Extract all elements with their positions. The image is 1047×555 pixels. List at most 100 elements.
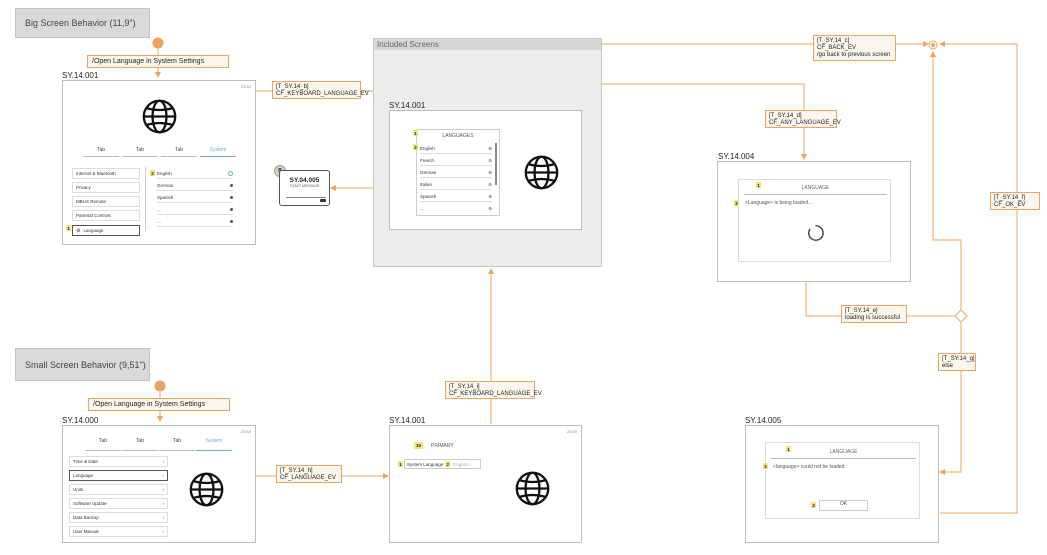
screen-id-small-settings: SY.14.000	[62, 416, 99, 425]
language-option[interactable]: French⚙	[420, 155, 492, 166]
tab-2[interactable]: Tab	[122, 147, 158, 157]
scrollbar[interactable]	[495, 143, 497, 185]
start-node-small	[154, 380, 166, 392]
menu-item-label: Language	[83, 228, 104, 233]
menu-item-label: Time & Date	[73, 459, 98, 464]
menu-item-internet[interactable]: Internet & Bluetooth	[72, 168, 140, 179]
screen-id-loading: SY.14.004	[718, 152, 755, 161]
menu-item-label: Software Update	[73, 501, 107, 506]
screen-small-language: 23:50 10 PRIMARY 1 System Language 2 Eng…	[389, 425, 582, 543]
small-screen-section-label: Small Screen Behavior (9,51")	[15, 348, 150, 381]
transition-label-h: [T_SY.14_h] CF_LANGUAGE_EV	[276, 465, 342, 483]
callout-number: 1	[66, 225, 71, 231]
trigger-open-language-big: /Open Language in System Settings	[87, 55, 229, 68]
callout-number: 2	[413, 144, 418, 150]
toast-action-icon	[320, 199, 326, 202]
radio-icon	[230, 184, 233, 187]
transition-condition: else	[942, 363, 954, 369]
screen-big-settings: 23:50 Tab Tab Tab System Internet & Blue…	[62, 80, 256, 245]
tab-3[interactable]: Tab	[161, 147, 197, 157]
spinner-icon	[807, 224, 825, 247]
language-label: German	[157, 183, 174, 188]
language-option[interactable]: Spanish ⚙	[420, 191, 492, 202]
language-label: German	[420, 169, 437, 175]
trigger-open-language-small: /Open Language in System Settings	[88, 398, 230, 411]
language-label: English	[420, 145, 435, 151]
callout-number: 10	[414, 442, 423, 449]
transition-id: [T_SY.14_f]	[994, 195, 1025, 201]
screen-id-included: SY.14.001	[389, 101, 426, 110]
chevron-right-icon: ›	[162, 515, 165, 520]
transition-event: CF_OK_EV	[994, 202, 1026, 208]
language-option[interactable]: Italian⚙	[420, 179, 492, 190]
loading-dialog: 1 LANGUAGE 2 <Language> is being loaded.…	[734, 179, 891, 262]
transition-label-f: [T_SY.14_f] CF_OK_EV	[990, 192, 1040, 210]
transition-id: [T_SY.14_g]	[942, 356, 975, 362]
language-option[interactable]: English ⚙	[420, 143, 492, 154]
clock: 23:50	[240, 84, 251, 89]
menu-item-time-date[interactable]: Time & Date›	[69, 456, 168, 467]
transition-event: CF_KEYBOARD_LANGUAGE_EV	[276, 91, 369, 97]
menu-item-data-backup[interactable]: Data Backup ›	[69, 512, 168, 523]
start-node-big	[152, 37, 164, 49]
menu-item-user-manual[interactable]: User Manual›	[69, 526, 168, 537]
tab-system[interactable]: System	[196, 438, 232, 451]
tab-1[interactable]: Tab	[83, 147, 119, 157]
dialog-title: LANGUAGE	[744, 185, 887, 195]
tab-2[interactable]: Tab	[122, 438, 158, 451]
tab-3[interactable]: Tab	[159, 438, 195, 451]
menu-item-label: Parental Controls	[76, 213, 111, 218]
row-label: System Language	[407, 461, 444, 467]
chevron-right-icon: ›	[162, 501, 165, 506]
tab-system[interactable]: System	[200, 147, 236, 157]
decision-diamond	[954, 309, 968, 323]
language-label: ...	[420, 205, 424, 211]
language-option[interactable]: Spanish	[157, 193, 233, 203]
error-dialog: 1 LANGUAGE 2 <language> could not be loa…	[763, 442, 920, 519]
language-label: ...	[157, 219, 161, 224]
callout-number: 2	[763, 463, 768, 469]
menu-item-language[interactable]: Language›	[69, 470, 168, 481]
language-label: Spanish	[420, 193, 437, 199]
system-language-row[interactable]: System Language 2 English ›	[404, 459, 481, 469]
language-label: French	[420, 157, 435, 163]
menu-item-parental-controls[interactable]: Parental Controls	[72, 210, 140, 221]
language-option[interactable]: ...⚙	[420, 203, 492, 213]
end-node	[928, 40, 938, 50]
radio-icon	[230, 196, 233, 199]
callout-number: 1	[786, 446, 791, 452]
transition-id: [T_SY.14_d]	[769, 113, 802, 119]
transition-id: [T_SY.14_i]	[449, 384, 480, 390]
language-label: ...	[157, 207, 161, 212]
language-label: English	[157, 171, 172, 176]
menu-item-units[interactable]: Units›	[69, 484, 168, 495]
language-option[interactable]: English	[157, 169, 233, 179]
menu-item-label: Data Backup	[73, 515, 99, 520]
menu-item-privacy[interactable]: Privacy	[72, 182, 140, 193]
big-screen-section-label: Big Screen Behavior (11,9")	[15, 8, 150, 38]
globe-icon	[523, 154, 560, 191]
menu-item-mbux-remote[interactable]: MBUX Remote	[72, 196, 140, 207]
tab-1[interactable]: Tab	[85, 438, 121, 451]
screen-loading: 1 LANGUAGE 2 <Language> is being loaded.…	[717, 161, 911, 282]
radio-icon: ⚙	[488, 193, 492, 199]
row-value: English	[453, 461, 469, 467]
callout-number: 1	[413, 130, 418, 136]
menu-item-label: User Manual	[73, 529, 99, 534]
toast-screen: SY.04.005 TOAST MESSAGE	[279, 170, 330, 206]
menu-item-software-update[interactable]: Software Update ›	[69, 498, 168, 509]
dialog-title: LANGUAGE	[771, 449, 916, 459]
language-option[interactable]: ...	[157, 205, 233, 215]
transition-event: CF_LANGUAGE_EV	[280, 475, 337, 481]
language-option[interactable]: ...	[157, 217, 233, 227]
ok-button[interactable]: OK	[819, 500, 868, 511]
radio-icon: ⚙	[488, 145, 492, 151]
menu-item-label: Language	[73, 473, 94, 478]
screen-id-big-settings: SY.14.001	[62, 71, 99, 80]
language-option[interactable]: German	[157, 181, 233, 191]
language-option[interactable]: German⚙	[420, 167, 492, 178]
globe-icon	[141, 98, 178, 135]
gear-icon: ⚙	[76, 227, 81, 234]
menu-item-language[interactable]: ⚙ Language	[72, 225, 140, 236]
callout-number: 2	[150, 170, 155, 176]
